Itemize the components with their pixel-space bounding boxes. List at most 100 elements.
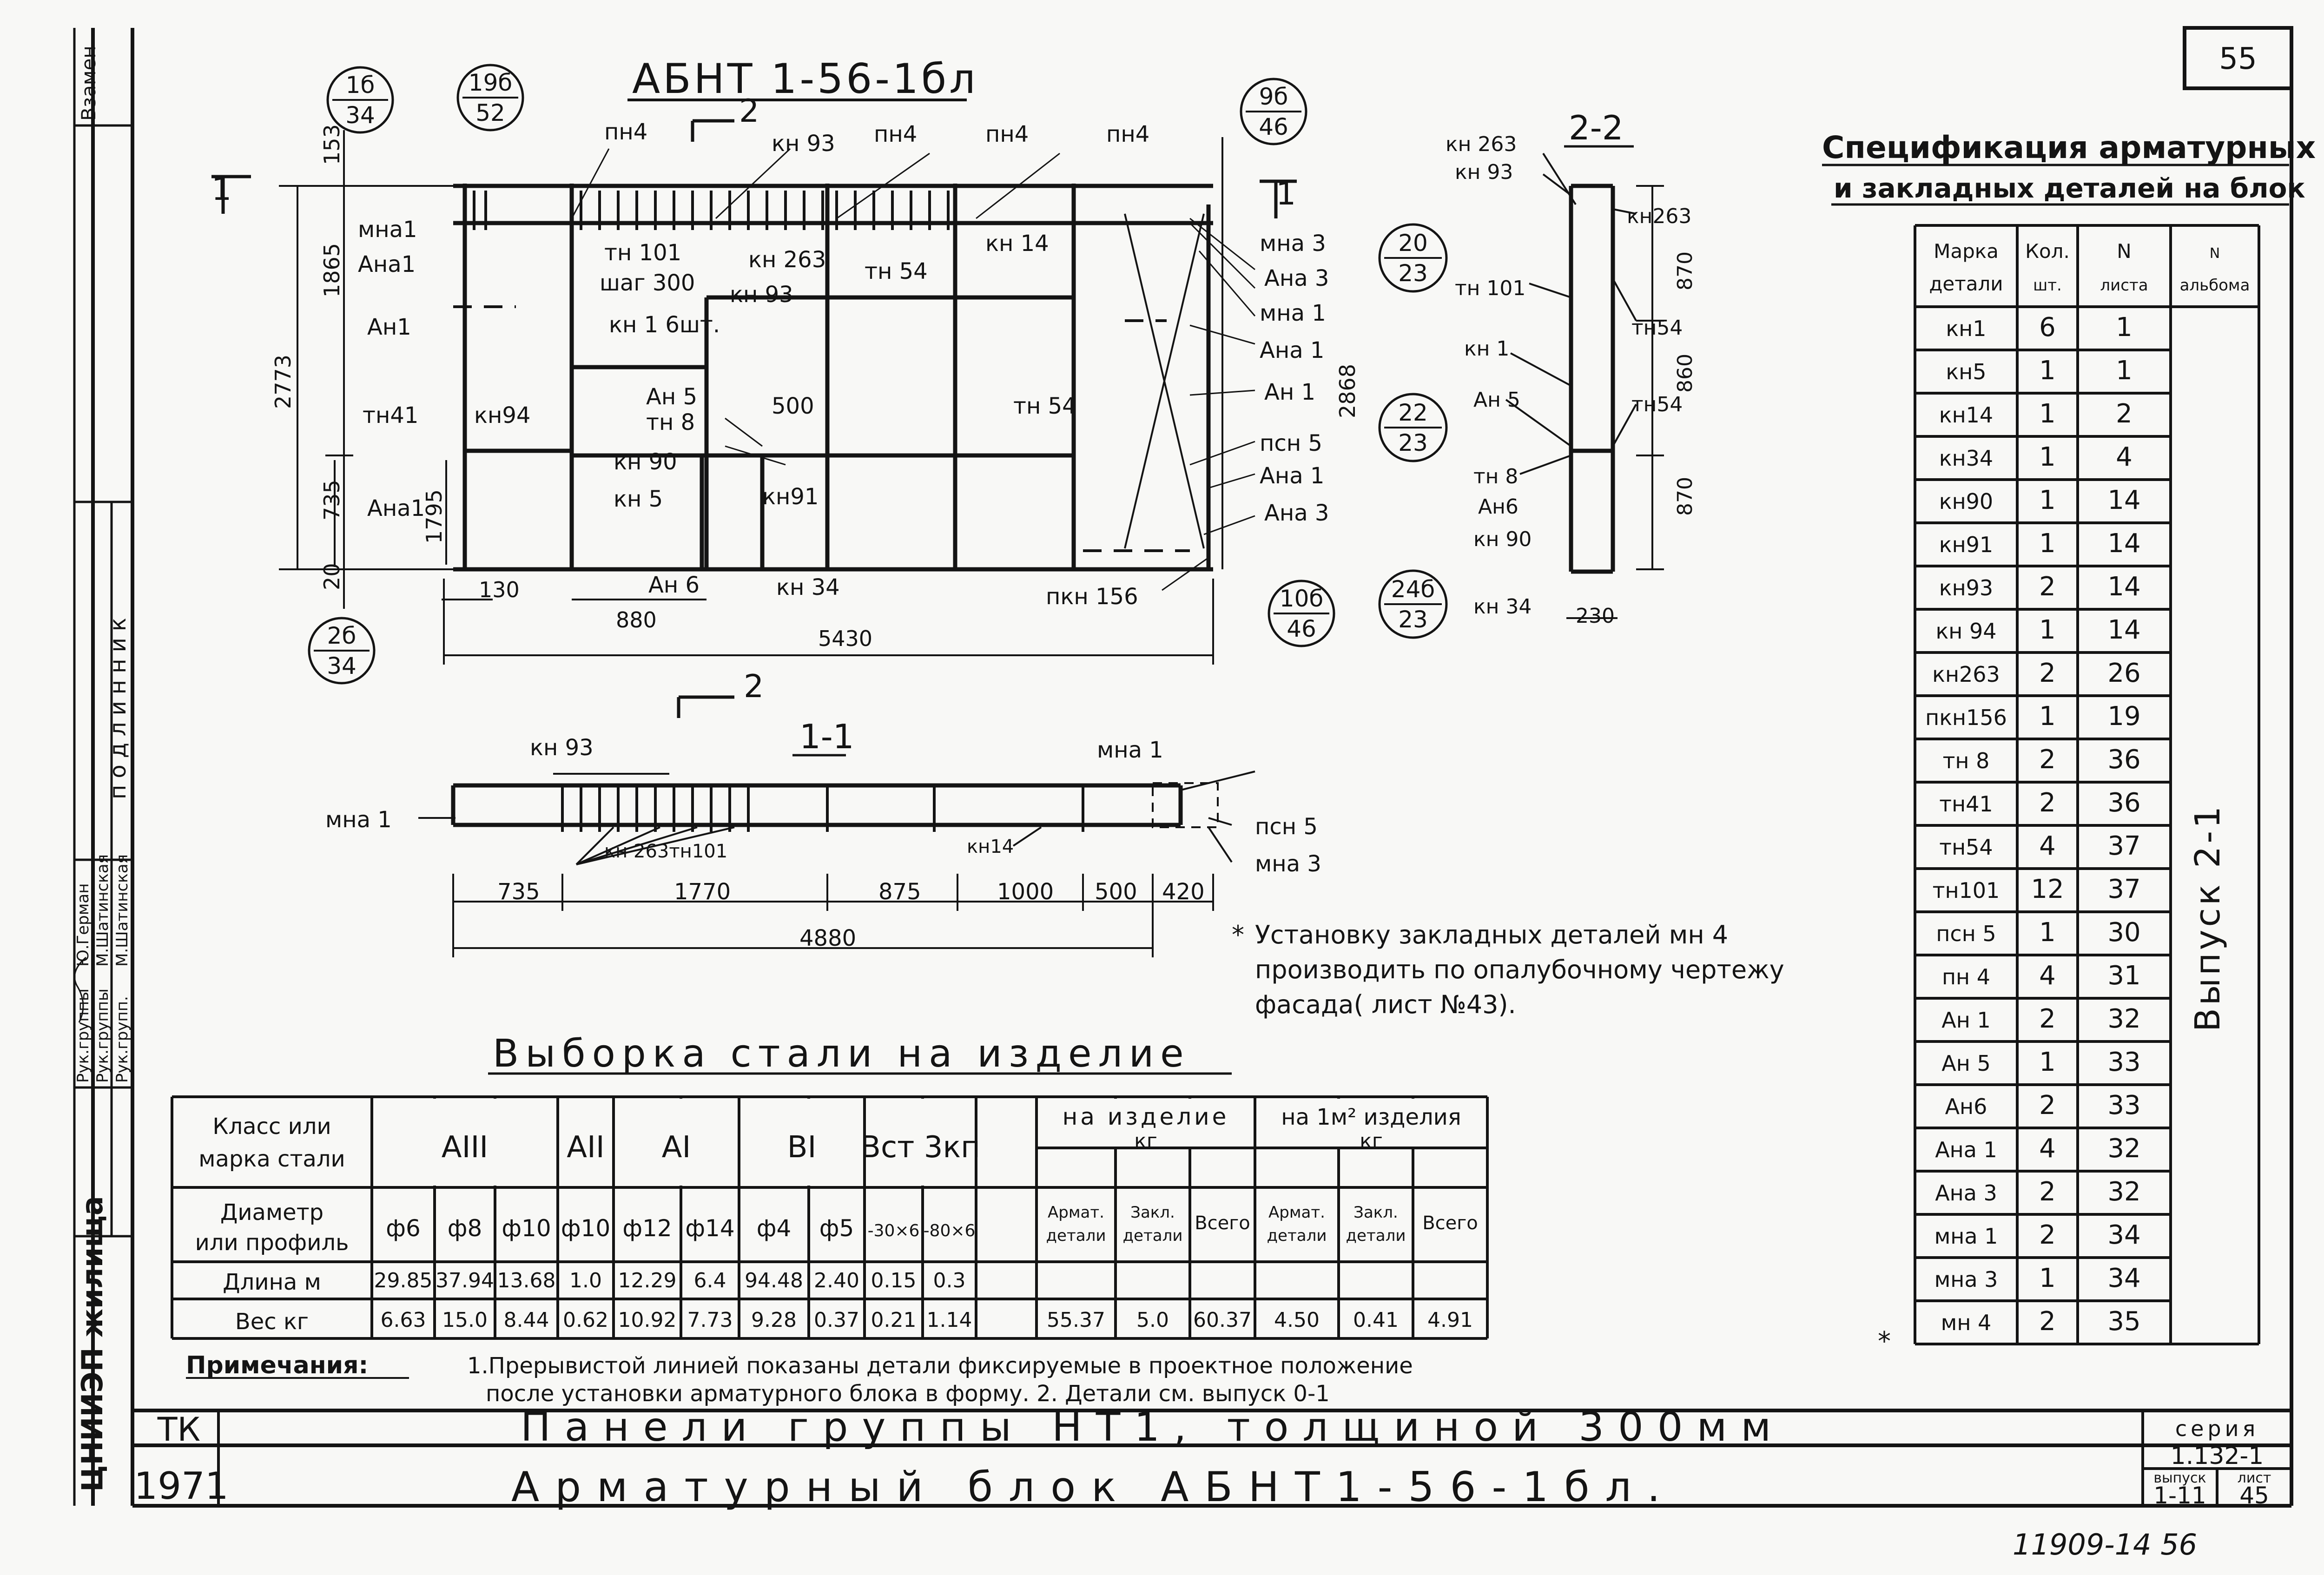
steel-table: Выборка стали на изделие Класс илимарка … bbox=[171, 1032, 1489, 1340]
sheet-number: 55 bbox=[2219, 42, 2257, 76]
steel-class: AIII bbox=[442, 1130, 488, 1165]
label-tn41: тн41 bbox=[363, 402, 418, 428]
svg-text:кн 1: кн 1 bbox=[1464, 337, 1509, 361]
callout-3: 9б 46 bbox=[1240, 78, 1307, 145]
margin-label: Взамен bbox=[77, 46, 100, 121]
spec-cell: 1 bbox=[2039, 485, 2056, 515]
steel-length: 1.0 bbox=[569, 1269, 602, 1292]
svg-text:860: 860 bbox=[1673, 354, 1697, 393]
spec-header: Кол. bbox=[2025, 240, 2070, 263]
svg-text:153: 153 bbox=[319, 124, 344, 165]
steel-subhead: Всего bbox=[1422, 1213, 1478, 1234]
svg-text:тн 101: тн 101 bbox=[1455, 277, 1525, 300]
spec-cell: 1 bbox=[2116, 356, 2133, 386]
spec-cell: 4 bbox=[2039, 831, 2056, 861]
section-2-callout-1: 20 23 bbox=[1378, 223, 1448, 293]
steel-class: AI bbox=[662, 1130, 691, 1165]
spec-header: Марка bbox=[1934, 240, 1999, 263]
spec-cell: 14 bbox=[2107, 485, 2140, 515]
svg-text:тн54: тн54 bbox=[1631, 316, 1683, 340]
svg-text:1б: 1б bbox=[346, 72, 375, 99]
steel-rowhead: марка стали bbox=[198, 1146, 345, 1172]
svg-text:875: 875 bbox=[878, 879, 921, 905]
svg-text:тн54: тн54 bbox=[1631, 393, 1683, 416]
spec-cell: 4 bbox=[2039, 961, 2056, 991]
label-ana1-left: Ана1 bbox=[358, 251, 416, 277]
label-pn4-4: пн4 bbox=[1106, 121, 1149, 147]
spec-cell: мн 4 bbox=[1941, 1310, 1992, 1335]
spec-cell: кн90 bbox=[1939, 489, 1993, 514]
svg-text:34: 34 bbox=[327, 652, 357, 679]
sheet-label: лист bbox=[2238, 1470, 2271, 1486]
steel-subhead: детали bbox=[1346, 1226, 1406, 1245]
main-title: АБНТ 1-56-1бл bbox=[632, 55, 978, 103]
steel-weight: 0.21 bbox=[871, 1308, 917, 1332]
steel-length: 6.4 bbox=[694, 1269, 726, 1292]
spec-cell: 2 bbox=[2039, 788, 2056, 818]
spec-cell: 36 bbox=[2107, 745, 2140, 775]
steel-weight: 9.28 bbox=[751, 1308, 797, 1332]
svg-text:1000: 1000 bbox=[997, 879, 1054, 905]
steel-subhead: детали bbox=[1267, 1226, 1327, 1245]
steel-rowhead: Вес кг bbox=[235, 1309, 309, 1335]
steel-total: 4.91 bbox=[1427, 1308, 1473, 1332]
spec-cell: 1 bbox=[2039, 701, 2056, 731]
steel-class: BI bbox=[787, 1130, 817, 1165]
steel-rowhead: Диаметр bbox=[220, 1199, 324, 1226]
spec-cell: мна 3 bbox=[1934, 1267, 1998, 1292]
spec-cell: 1 bbox=[2039, 1263, 2056, 1293]
name-2: М.Шатинская bbox=[93, 854, 112, 967]
svg-text:2б: 2б bbox=[327, 622, 357, 649]
steel-weight: 6.63 bbox=[381, 1308, 426, 1332]
footer-code: 11909-14 56 bbox=[2013, 1528, 2197, 1562]
spec-cell: 33 bbox=[2107, 1047, 2140, 1077]
label-an1-right: Ан 1 bbox=[1264, 379, 1315, 405]
steel-diameter: ф12 bbox=[622, 1215, 672, 1242]
spec-cell: тн 8 bbox=[1943, 748, 1990, 773]
svg-text:тн 8: тн 8 bbox=[1473, 465, 1518, 488]
spec-cell: кн 94 bbox=[1935, 619, 1996, 644]
steel-group-head: на 1м² изделия bbox=[1281, 1104, 1461, 1130]
svg-text:20: 20 bbox=[1398, 230, 1428, 257]
spec-cell: кн91 bbox=[1939, 532, 1993, 557]
spec-cell: 1 bbox=[2039, 1047, 2056, 1077]
cut-mark-2-bottom: 2 bbox=[744, 668, 764, 705]
svg-text:Ан6: Ан6 bbox=[1478, 495, 1519, 519]
spec-title-2: и закладных деталей на блок bbox=[1834, 172, 2305, 204]
spec-cell: 1 bbox=[2039, 917, 2056, 948]
signature bbox=[74, 956, 86, 1023]
label-pn4-1: пн4 bbox=[604, 119, 647, 145]
steel-length: 2.40 bbox=[814, 1269, 859, 1292]
original-mark: подлинник bbox=[105, 611, 131, 799]
steel-title: Выборка стали на изделие bbox=[493, 1032, 1190, 1076]
spec-cell: 2 bbox=[2039, 1090, 2056, 1120]
svg-text:735: 735 bbox=[497, 879, 540, 905]
svg-text:кн 263: кн 263 bbox=[1446, 132, 1517, 156]
svg-text:*: * bbox=[1232, 920, 1244, 949]
cut-mark-1-left: 1 bbox=[211, 171, 231, 208]
spec-cell: кн1 bbox=[1946, 316, 1986, 341]
steel-weight: 10.92 bbox=[618, 1308, 677, 1332]
svg-text:1795: 1795 bbox=[422, 489, 447, 544]
spec-cell: кн93 bbox=[1939, 575, 1993, 600]
spec-cell: 1 bbox=[2039, 399, 2056, 429]
svg-text:4880: 4880 bbox=[799, 925, 856, 951]
svg-text:кн263: кн263 bbox=[1627, 204, 1691, 228]
elevation-dimensions: 153 1865 2773 735 1795 20 130 880 5430 2… bbox=[271, 124, 1360, 651]
section-2-callout-2: 22 23 bbox=[1378, 393, 1448, 462]
spec-cell: 2 bbox=[2116, 399, 2133, 429]
label-kn263: кн 263 bbox=[748, 247, 826, 273]
steel-total: 60.37 bbox=[1193, 1308, 1252, 1332]
svg-text:1770: 1770 bbox=[674, 879, 731, 905]
svg-text:130: 130 bbox=[479, 577, 520, 602]
svg-text:19б: 19б bbox=[469, 69, 512, 96]
spec-cell: тн41 bbox=[1939, 791, 1993, 817]
spec-header: шт. bbox=[2033, 276, 2062, 295]
svg-text:псн 5: псн 5 bbox=[1255, 814, 1318, 840]
label-kn34: кн 34 bbox=[776, 574, 840, 600]
title-line-2: Арматурный блок АБНТ1-56-1бл. bbox=[511, 1463, 1676, 1511]
spec-header: детали bbox=[1929, 272, 2003, 295]
spec-cell: 2 bbox=[2039, 1220, 2056, 1250]
spec-table: Спецификация арматурных и закладных дета… bbox=[1822, 130, 2316, 1357]
svg-text:420: 420 bbox=[1162, 879, 1205, 905]
